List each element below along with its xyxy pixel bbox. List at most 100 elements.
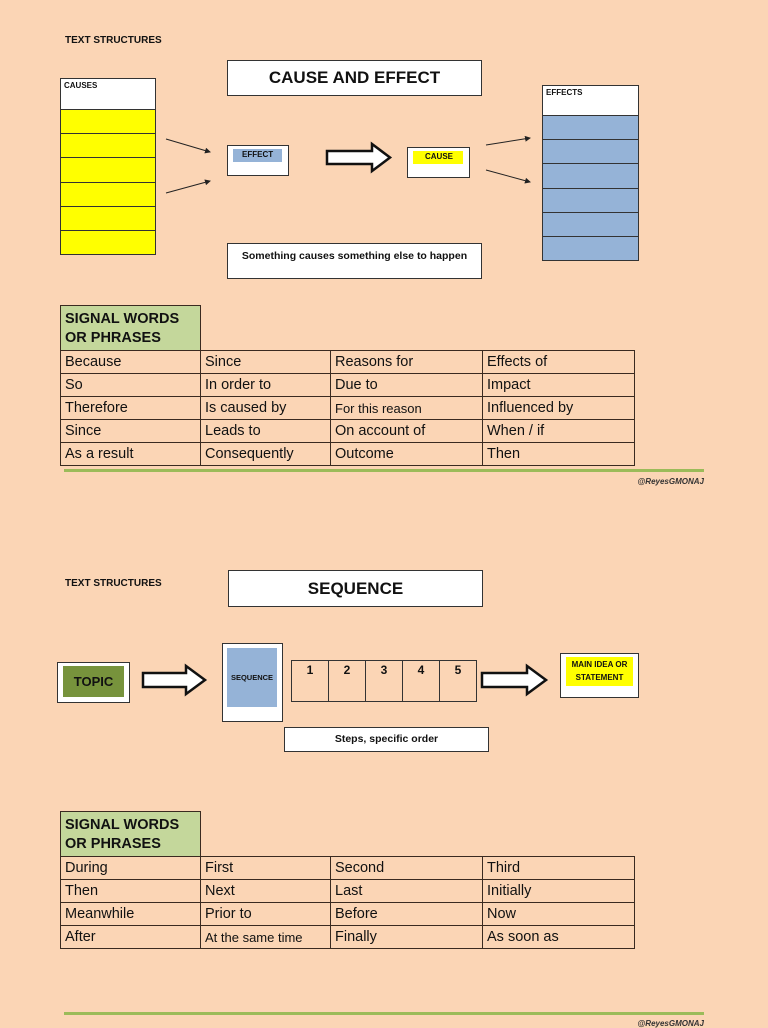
sequence-label: SEQUENCE	[227, 648, 277, 707]
effect-cell	[543, 211, 638, 236]
table-cell: Reasons for	[330, 350, 483, 374]
arrow-icon	[165, 179, 211, 194]
table-cell: Impact	[482, 373, 635, 397]
signal-words-header: SIGNAL WORDS OR PHRASES	[60, 305, 201, 351]
causes-column: CAUSES	[60, 78, 156, 255]
arrow-icon	[485, 169, 531, 184]
block-arrow-icon	[325, 141, 393, 174]
table-cell: Due to	[330, 373, 483, 397]
cause-cell	[61, 109, 155, 134]
table-cell: Initially	[482, 879, 635, 903]
main-idea-box: MAIN IDEA OR STATEMENT	[560, 653, 639, 698]
cause-cell	[61, 229, 155, 255]
effect-box: EFFECT	[227, 145, 289, 176]
table-cell: Is caused by	[200, 396, 331, 420]
table-cell: First	[200, 856, 331, 880]
table-cell: As a result	[60, 442, 201, 466]
table-cell: Influenced by	[482, 396, 635, 420]
signal-words-header: SIGNAL WORDS OR PHRASES	[60, 811, 201, 857]
table-cell: At the same time	[200, 925, 331, 949]
cause-cell	[61, 181, 155, 206]
effect-cell	[543, 139, 638, 164]
arrow-icon	[165, 138, 211, 154]
causes-label: CAUSES	[64, 81, 98, 90]
table-cell: Effects of	[482, 350, 635, 374]
table-cell: Finally	[330, 925, 483, 949]
header-line: OR PHRASES	[65, 836, 161, 852]
description-box: Something causes something else to happe…	[227, 243, 482, 279]
table-cell: Next	[200, 879, 331, 903]
steps-row: 1 2 3 4 5	[291, 660, 477, 702]
table-cell: Then	[60, 879, 201, 903]
cause-cell	[61, 133, 155, 158]
table-cell: Therefore	[60, 396, 201, 420]
table-cell: Since	[60, 419, 201, 443]
table-cell: After	[60, 925, 201, 949]
step-cell: 4	[402, 661, 439, 701]
header-line: SIGNAL WORDS	[65, 311, 180, 327]
divider	[64, 469, 704, 472]
main-idea-label: MAIN IDEA OR STATEMENT	[566, 657, 633, 686]
table-cell: Second	[330, 856, 483, 880]
cause-cell	[61, 157, 155, 182]
cause-box: CAUSE	[407, 147, 470, 178]
table-cell: So	[60, 373, 201, 397]
step-cell: 2	[328, 661, 365, 701]
table-cell: Meanwhile	[60, 902, 201, 926]
section-label: TEXT STRUCTURES	[65, 578, 162, 589]
cause-cell	[61, 205, 155, 230]
table-cell: Because	[60, 350, 201, 374]
effect-cell	[543, 163, 638, 188]
effects-label: EFFECTS	[546, 88, 583, 97]
table-cell: Consequently	[200, 442, 331, 466]
page-title: CAUSE AND EFFECT	[227, 60, 482, 96]
block-arrow-icon	[141, 663, 208, 697]
table-cell: For this reason	[330, 396, 483, 420]
page-title: SEQUENCE	[228, 570, 483, 607]
table-cell: During	[60, 856, 201, 880]
table-cell: Prior to	[200, 902, 331, 926]
section-label: TEXT STRUCTURES	[65, 35, 162, 46]
table-cell: As soon as	[482, 925, 635, 949]
table-cell: Last	[330, 879, 483, 903]
sequence-box: SEQUENCE	[222, 643, 283, 722]
effects-column: EFFECTS	[542, 85, 639, 261]
topic-label: TOPIC	[63, 666, 124, 697]
cause-label: CAUSE	[413, 151, 463, 164]
table-cell: Outcome	[330, 442, 483, 466]
description-box: Steps, specific order	[284, 727, 489, 752]
table-cell: Since	[200, 350, 331, 374]
table-cell: When / if	[482, 419, 635, 443]
header-line: OR PHRASES	[65, 330, 161, 346]
table-cell: In order to	[200, 373, 331, 397]
effect-cell	[543, 187, 638, 212]
block-arrow-icon	[480, 663, 549, 697]
effect-cell	[543, 115, 638, 140]
table-cell: Then	[482, 442, 635, 466]
credit: @ReyesGMONAJ	[637, 477, 705, 486]
step-cell: 3	[365, 661, 402, 701]
table-cell: Now	[482, 902, 635, 926]
header-line: SIGNAL WORDS	[65, 817, 180, 833]
step-cell: 5	[439, 661, 476, 701]
divider	[64, 1012, 704, 1015]
table-cell: On account of	[330, 419, 483, 443]
effect-cell	[543, 235, 638, 261]
arrow-icon	[485, 135, 531, 146]
step-cell: 1	[306, 663, 314, 677]
topic-box: TOPIC	[57, 662, 130, 703]
effect-label: EFFECT	[233, 149, 282, 162]
table-cell: Before	[330, 902, 483, 926]
